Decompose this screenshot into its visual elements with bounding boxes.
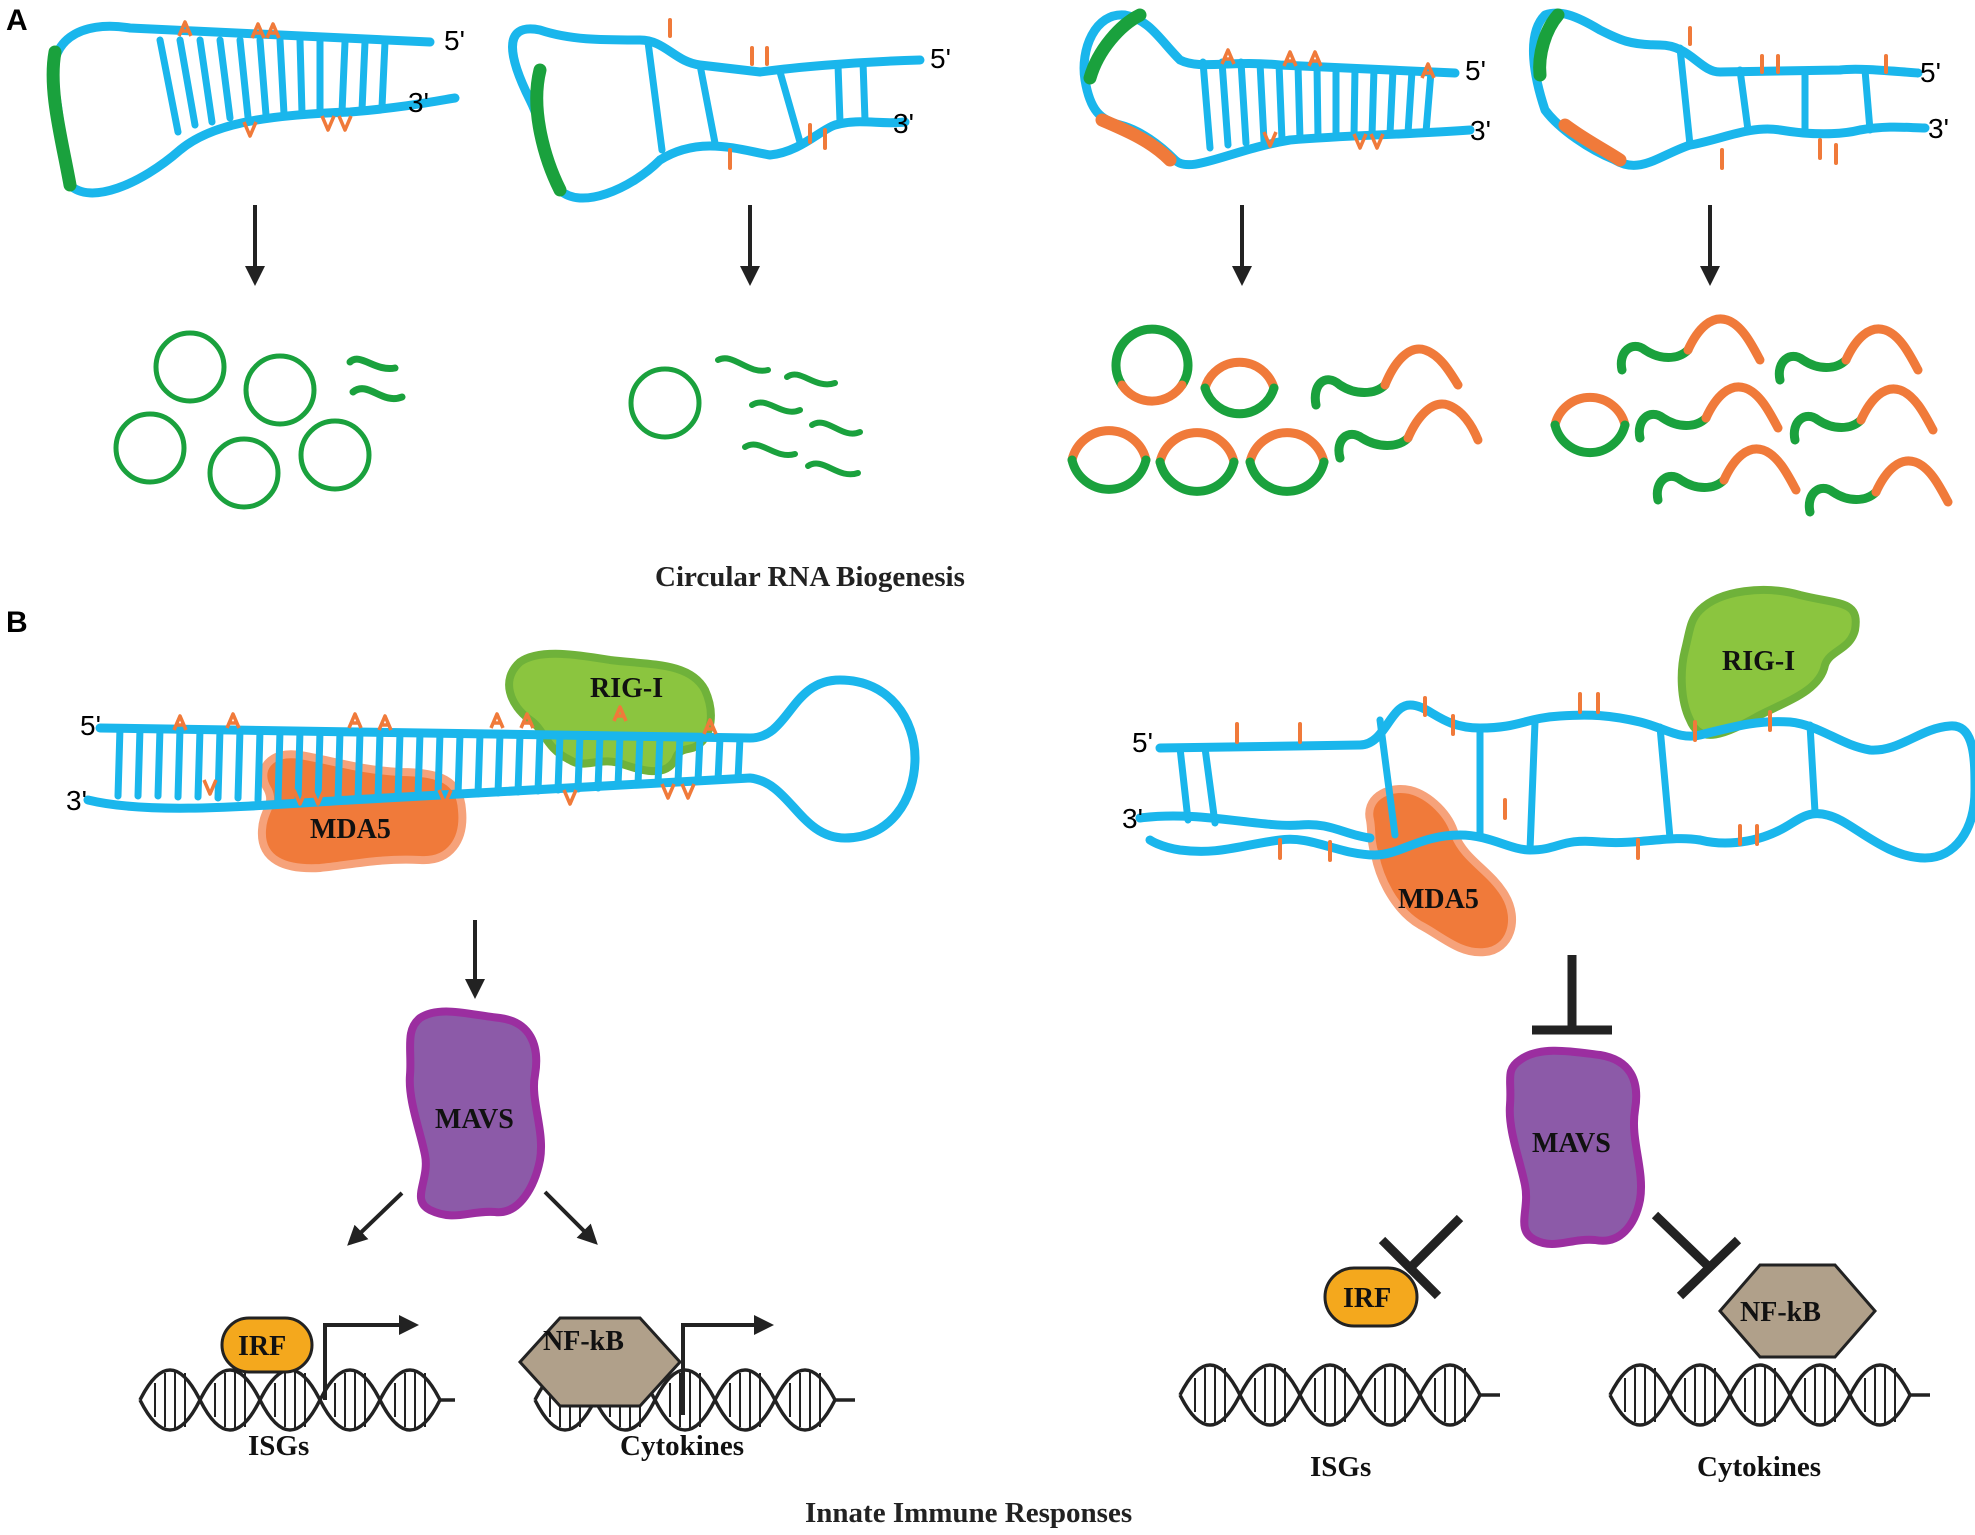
left-dsrna: 5' 3' MDA5 RIG-I bbox=[66, 649, 920, 873]
panel-a-caption: Circular RNA Biogenesis bbox=[655, 561, 965, 593]
nfkb-hexagon-left bbox=[517, 1316, 683, 1408]
products-3 bbox=[1067, 324, 1483, 496]
panel-a-letter: A bbox=[6, 4, 28, 37]
left-isg-dna: IRF ISGs bbox=[138, 1315, 455, 1462]
irf-label-right: IRF bbox=[1343, 1283, 1391, 1314]
rigi-label-left: RIG-I bbox=[590, 673, 663, 704]
biogenesis-arrows bbox=[245, 205, 1720, 286]
hairpin-1-three-prime: 3' bbox=[408, 87, 429, 118]
hairpin-4: 5' 3' bbox=[1529, 8, 1949, 170]
irf-label-left: IRF bbox=[238, 1331, 286, 1362]
products-2 bbox=[628, 355, 863, 478]
right-dsrna-five-prime: 5' bbox=[1132, 727, 1153, 758]
hairpin-4-five-prime: 5' bbox=[1920, 57, 1941, 88]
hairpin-2-three-prime: 3' bbox=[893, 108, 914, 139]
left-cytokine-dna: NF-kB Cytokines bbox=[517, 1315, 855, 1462]
nfkb-label-right: NF-kB bbox=[1740, 1297, 1821, 1328]
hairpin-3-three-prime: 3' bbox=[1470, 115, 1491, 146]
panel-b-caption: Innate Immune Responses bbox=[805, 1497, 1132, 1529]
right-dsrna-three-prime: 3' bbox=[1122, 803, 1143, 834]
hairpin-1-five-prime: 5' bbox=[444, 25, 465, 56]
mavs-blob-left bbox=[405, 1007, 545, 1220]
mda5-label-left: MDA5 bbox=[310, 814, 391, 845]
mda5-blob-left bbox=[257, 750, 467, 873]
mavs-label-left: MAVS bbox=[435, 1104, 514, 1135]
rigi-blob-right bbox=[1677, 586, 1860, 739]
products-4 bbox=[1550, 314, 1953, 517]
right-cytokine-dna: Cytokines bbox=[1608, 1363, 1930, 1483]
cytokines-label-left: Cytokines bbox=[620, 1430, 744, 1462]
nfkb-hexagon-right bbox=[1718, 1263, 1877, 1359]
left-dsrna-three-prime: 3' bbox=[66, 785, 87, 816]
nfkb-label-left: NF-kB bbox=[543, 1326, 624, 1357]
right-isg-dna: ISGs bbox=[1178, 1363, 1500, 1483]
rigi-label-right: RIG-I bbox=[1722, 646, 1795, 677]
cytokines-label-right: Cytokines bbox=[1697, 1451, 1821, 1483]
right-dsrna: 5' 3' RIG-I MDA5 bbox=[1122, 586, 1975, 957]
irf-pill-right bbox=[1323, 1266, 1419, 1328]
mda5-label-right: MDA5 bbox=[1398, 884, 1479, 915]
hairpin-1: 5' 3' bbox=[46, 20, 465, 198]
panel-b-letter: B bbox=[6, 606, 28, 639]
hairpin-4-three-prime: 3' bbox=[1928, 113, 1949, 144]
right-signaling: MAVS IRF NF-kB bbox=[1323, 955, 1877, 1359]
left-dsrna-five-prime: 5' bbox=[80, 710, 101, 741]
mda5-blob-right bbox=[1365, 785, 1517, 957]
left-signaling: MAVS bbox=[347, 920, 598, 1246]
isgs-label-left: ISGs bbox=[248, 1430, 309, 1462]
irf-pill-left bbox=[220, 1316, 314, 1374]
hairpin-3-five-prime: 5' bbox=[1465, 55, 1486, 86]
isgs-label-right: ISGs bbox=[1310, 1451, 1371, 1483]
hairpin-3: 5' 3' bbox=[1079, 8, 1491, 170]
mavs-blob-right bbox=[1505, 1046, 1645, 1248]
hairpin-2-five-prime: 5' bbox=[930, 43, 951, 74]
hairpin-2: 5' 3' bbox=[508, 18, 951, 203]
products-1 bbox=[113, 330, 406, 510]
mavs-label-right: MAVS bbox=[1532, 1128, 1611, 1159]
